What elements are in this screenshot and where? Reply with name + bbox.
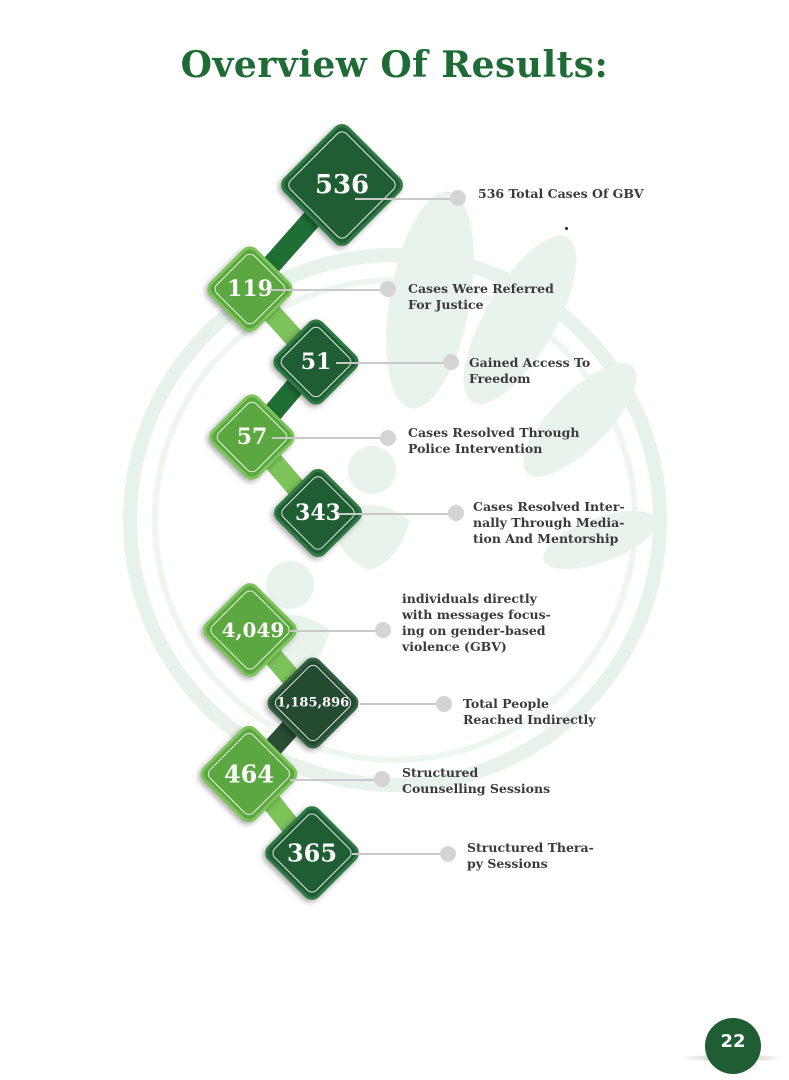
label-line: Gained Access To	[469, 355, 591, 370]
value-number: 4,049	[221, 618, 285, 642]
bullet-dot	[440, 846, 456, 862]
item-label: Cases Were Referred For Justice	[408, 281, 554, 313]
label-line: Reached Indirectly	[463, 712, 596, 727]
bullet-dot	[448, 505, 464, 521]
connector-line	[336, 362, 451, 364]
bullet-dot	[380, 281, 396, 297]
item-label: Total People Reached Indirectly	[463, 696, 596, 728]
item-label: Gained Access To Freedom	[469, 355, 590, 387]
value-number: 119	[227, 276, 273, 302]
label-line: For Justice	[408, 297, 484, 312]
value-number: 51	[300, 349, 332, 375]
value-number: 464	[223, 759, 275, 789]
connector-line	[355, 198, 455, 200]
item-label: Cases Resolved Through Police Interventi…	[408, 425, 579, 457]
connector-line	[270, 289, 390, 291]
bullet-dot	[374, 771, 390, 787]
item-label: Cases Resolved Inter- nally Through Medi…	[473, 499, 625, 547]
label-line: Structured	[402, 765, 479, 780]
connector-line	[290, 630, 385, 632]
connector-line	[290, 779, 380, 781]
label-line: Cases Resolved Through	[408, 425, 580, 440]
bullet-dot	[375, 622, 391, 638]
connector-line	[272, 437, 387, 439]
label-line: individuals directly	[402, 591, 537, 606]
label-line: tion And Mentorship	[473, 531, 619, 546]
page-number-badge: 22	[705, 1018, 761, 1074]
label-line: Freedom	[469, 371, 531, 386]
label-line: 536 Total Cases Of GBV	[478, 186, 644, 201]
label-line: py Sessions	[467, 856, 548, 871]
connector-line	[360, 703, 442, 705]
value-number: 343	[295, 500, 341, 526]
value-number: 536	[314, 170, 370, 200]
label-line: Cases Were Referred	[408, 281, 554, 296]
stray-dot	[565, 227, 568, 230]
label-line: Police Intervention	[408, 441, 543, 456]
value-number: 1,185,896	[276, 695, 350, 711]
label-line: Cases Resolved Inter-	[473, 499, 625, 514]
item-label: 536 Total Cases Of GBV	[478, 186, 644, 202]
item-label: Structured Thera- py Sessions	[467, 840, 594, 872]
bullet-dot	[436, 696, 452, 712]
label-line: Structured Thera-	[467, 840, 594, 855]
value-number: 365	[286, 838, 338, 868]
label-line: Total People	[463, 696, 549, 711]
label-line: ing on gender-based	[402, 623, 546, 638]
bullet-dot	[450, 190, 466, 206]
label-line: with messages focus-	[402, 607, 551, 622]
item-label: individuals directly with messages focus…	[402, 591, 551, 655]
label-line: violence (GBV)	[402, 639, 507, 654]
bullet-dot	[443, 354, 459, 370]
page-title: Overview Of Results:	[180, 44, 609, 86]
connector-line	[352, 853, 447, 855]
bullet-dot	[380, 430, 396, 446]
item-label: Structured Counselling Sessions	[402, 765, 550, 797]
connector-line	[338, 513, 456, 515]
label-line: nally Through Media-	[473, 515, 625, 530]
value-number: 57	[236, 424, 268, 450]
label-line: Counselling Sessions	[402, 781, 551, 796]
